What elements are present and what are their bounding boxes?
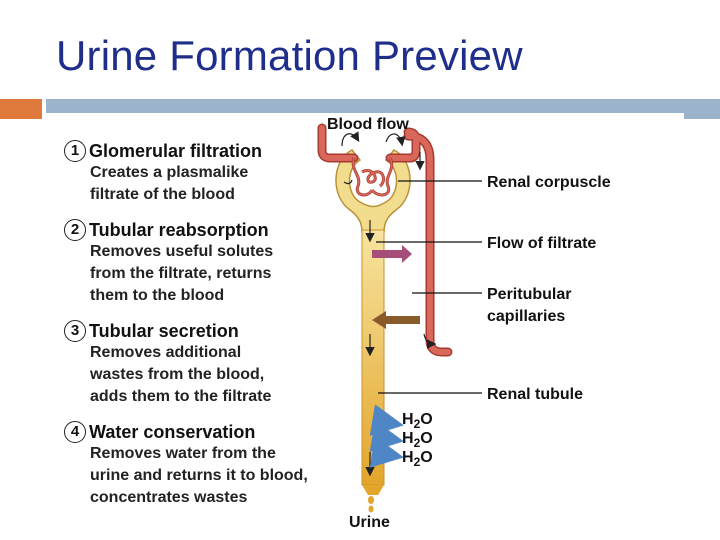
urine-drop: [368, 505, 374, 513]
step-title: Tubular reabsorption: [89, 219, 269, 240]
step-description-line: urine and returns it to blood,: [90, 467, 308, 484]
step-number-badge: 1: [64, 140, 86, 162]
urine-label: Urine: [349, 514, 390, 531]
flow-arrow: [423, 333, 437, 349]
secretion-arrow: [372, 311, 420, 329]
step-tubular-secretion: 3 Tubular secretion Removes additional w…: [64, 320, 354, 408]
step-description-line: Removes useful solutes: [90, 243, 274, 260]
step-description-line: filtrate of the blood: [90, 186, 235, 203]
step-description-line: Removes additional: [90, 344, 242, 361]
step-number-badge: 4: [64, 421, 86, 443]
step-title: Tubular secretion: [89, 320, 239, 341]
step-glomerular-filtration: 1 Glomerular filtration Creates a plasma…: [64, 140, 354, 206]
steps-list: 1 Glomerular filtration Creates a plasma…: [64, 140, 354, 522]
flow-arrow-inlet: [343, 179, 353, 185]
step-description: Removes water from the urine and returns…: [90, 443, 354, 509]
step-description-line: them to the blood: [90, 287, 225, 304]
step-description-line: wastes from the blood,: [90, 366, 265, 383]
blood-flow-label: Blood flow: [327, 116, 409, 133]
title-accent-bar: [0, 99, 42, 119]
water-label: H2O: [402, 411, 433, 431]
step-description-line: Removes water from the: [90, 445, 276, 462]
water-label: H2O: [402, 449, 433, 469]
flow-of-filtrate-label: Flow of filtrate: [487, 235, 596, 252]
title-rule-bar: [46, 99, 720, 113]
renal-tubule-label: Renal tubule: [487, 386, 583, 403]
water-label: H2O: [402, 430, 433, 450]
step-number-badge: 3: [64, 320, 86, 342]
step-description-line: Creates a plasmalike: [90, 164, 249, 181]
step-description-line: concentrates wastes: [90, 489, 248, 506]
step-number-badge: 2: [64, 219, 86, 241]
title-rule-tail: [684, 113, 720, 119]
peritubular-label-line1: Peritubular: [487, 286, 571, 303]
slide-title: Urine Formation Preview: [56, 32, 523, 79]
blood-flow-arrow-out: [385, 133, 406, 147]
urine-drop: [368, 496, 374, 504]
step-description: Creates a plasmalike filtrate of the blo…: [90, 162, 354, 206]
tubule-bottom: [362, 485, 384, 495]
renal-corpuscle-label: Renal corpuscle: [487, 174, 611, 191]
reabsorption-arrow: [372, 245, 412, 263]
step-description-line: adds them to the filtrate: [90, 388, 272, 405]
afferent-arteriole-inner: [319, 125, 357, 161]
glomerulus: [351, 157, 394, 197]
blood-flow-arrow-in: [341, 131, 360, 147]
bowmans-capsule: [335, 149, 411, 233]
peritubular-label-line2: capillaries: [487, 308, 565, 325]
step-title: Water conservation: [89, 421, 256, 442]
water-arrow: [369, 436, 404, 468]
step-water-conservation: 4 Water conservation Removes water from …: [64, 421, 354, 509]
step-title: Glomerular filtration: [89, 140, 263, 161]
efferent-arteriole-inner: [387, 129, 419, 161]
step-description-line: from the filtrate, returns: [90, 265, 272, 282]
step-description: Removes useful solutes from the filtrate…: [90, 241, 354, 307]
glomerulus-inner: [352, 157, 393, 196]
step-description: Removes additional wastes from the blood…: [90, 342, 354, 408]
step-tubular-reabsorption: 2 Tubular reabsorption Removes useful so…: [64, 219, 354, 307]
